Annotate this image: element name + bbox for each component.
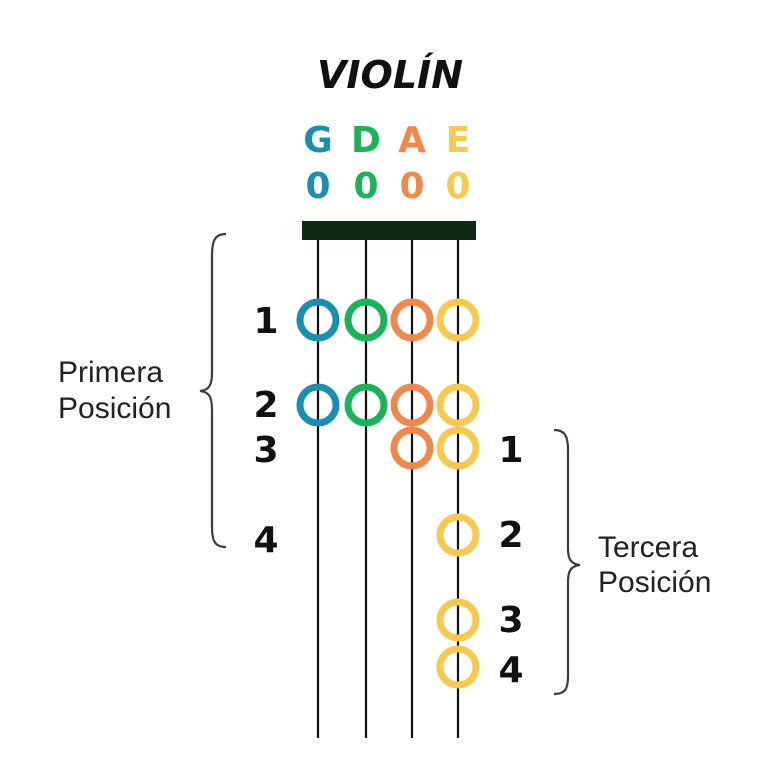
open-string-g: 0	[305, 166, 330, 207]
third-position-finger-4: 4	[498, 650, 523, 691]
string-name-a: A	[398, 120, 426, 161]
string-name-d: D	[351, 120, 381, 161]
string-name-g: G	[303, 120, 333, 161]
first-position-finger-2: 2	[253, 385, 278, 426]
marker-e-third-position-4	[436, 645, 480, 689]
first-position-label-line2: Posición	[58, 392, 171, 425]
marker-e-finger-2	[436, 383, 480, 427]
diagram-title: VIOLÍN	[317, 53, 463, 97]
open-string-a: 0	[399, 166, 424, 207]
first-position-brace	[199, 232, 227, 549]
marker-a-finger-1	[390, 298, 434, 342]
third-position-brace	[553, 428, 581, 696]
third-position-label-line1: Tercera	[598, 531, 698, 564]
marker-g-finger-1	[296, 298, 340, 342]
marker-e-finger-3	[436, 426, 480, 470]
open-string-d: 0	[353, 166, 378, 207]
marker-e-finger-4	[436, 513, 480, 557]
first-position-finger-4: 4	[253, 520, 278, 561]
nut-bar	[302, 221, 476, 240]
marker-d-finger-1	[344, 298, 388, 342]
marker-e-third-position-3	[436, 598, 480, 642]
first-position-label-line1: Primera	[58, 356, 163, 389]
open-string-e: 0	[445, 166, 470, 207]
string-name-e: E	[446, 120, 471, 161]
third-position-label-line2: Posición	[598, 566, 711, 599]
third-position-finger-3: 3	[498, 600, 523, 641]
marker-d-finger-2	[344, 383, 388, 427]
first-position-finger-3: 3	[253, 430, 278, 471]
marker-a-finger-3	[390, 426, 434, 470]
third-position-finger-1: 1	[498, 430, 523, 471]
marker-g-finger-2	[296, 383, 340, 427]
first-position-finger-1: 1	[253, 301, 278, 342]
third-position-finger-2: 2	[498, 515, 523, 556]
marker-e-finger-1	[436, 298, 480, 342]
marker-a-finger-2	[390, 383, 434, 427]
